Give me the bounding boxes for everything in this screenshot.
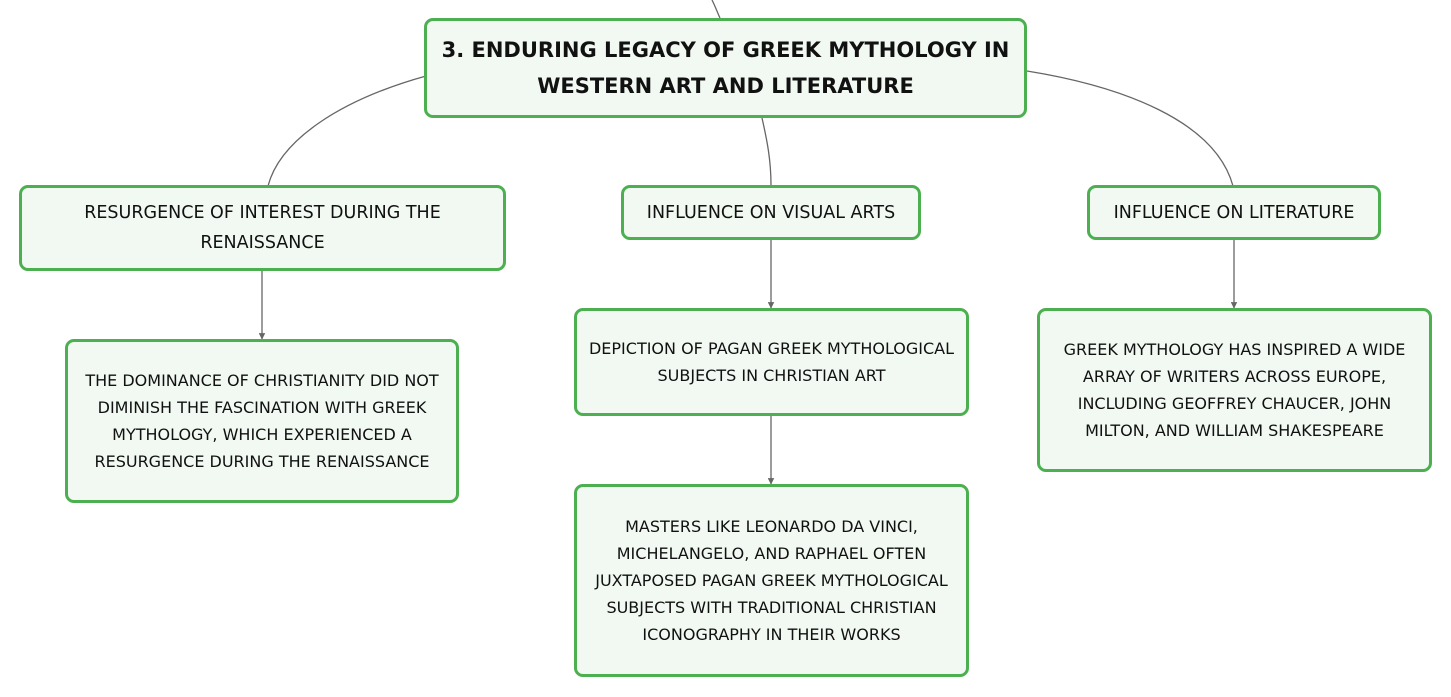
- leaf-label-masters: Masters like Leonardo da Vinci, Michelan…: [595, 517, 948, 644]
- leaf-label-christianity-dominance: The dominance of Christianity did not di…: [85, 371, 439, 471]
- connector-central-to-visual: [761, 117, 772, 186]
- branch-label-visual-arts: Influence on Visual Arts: [646, 202, 896, 223]
- branch-label-renaissance: Resurgence of Interest During the Renais…: [84, 203, 441, 253]
- leaf-node-masters[interactable]: Masters like Leonardo da Vinci, Michelan…: [574, 484, 969, 677]
- connector-central-to-literature: [1026, 70, 1234, 187]
- branch-node-literature[interactable]: Influence on Literature: [1087, 185, 1381, 240]
- connector-central-to-renaissance: [267, 75, 427, 187]
- connector-from-parent: [711, 0, 721, 19]
- branch-node-visual-arts[interactable]: Influence on Visual Arts: [621, 185, 921, 240]
- branch-node-renaissance[interactable]: Resurgence of Interest During the Renais…: [19, 185, 506, 271]
- central-topic-label: 3. Enduring Legacy of Greek Mythology in…: [441, 38, 1010, 98]
- leaf-node-pagan-depiction[interactable]: Depiction of Pagan Greek Mythological Su…: [574, 308, 969, 416]
- leaf-label-writers-inspired: Greek mythology has inspired a wide arra…: [1063, 340, 1406, 440]
- central-topic-node[interactable]: 3. Enduring Legacy of Greek Mythology in…: [424, 18, 1027, 118]
- leaf-node-christianity-dominance[interactable]: The dominance of Christianity did not di…: [65, 339, 459, 503]
- leaf-node-writers-inspired[interactable]: Greek mythology has inspired a wide arra…: [1037, 308, 1432, 472]
- leaf-label-pagan-depiction: Depiction of Pagan Greek Mythological Su…: [588, 339, 955, 385]
- branch-label-literature: Influence on Literature: [1113, 202, 1355, 223]
